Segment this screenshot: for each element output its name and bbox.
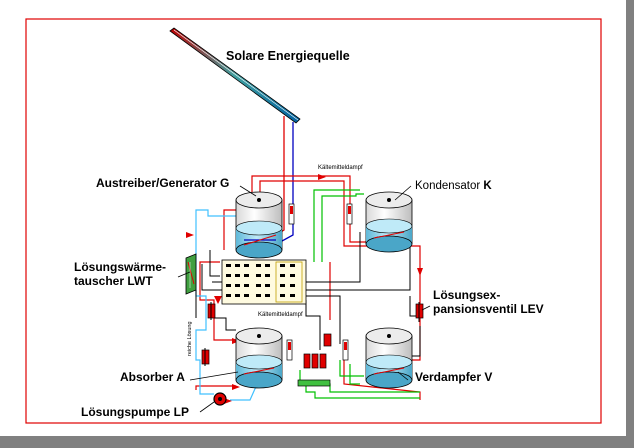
absorber-tank bbox=[235, 327, 283, 389]
absorber-label: Absorber A bbox=[120, 370, 185, 384]
evaporator-label: Verdampfer V bbox=[415, 370, 492, 384]
leader-lines bbox=[177, 185, 431, 413]
solar-collector-icon bbox=[169, 27, 301, 124]
heat-exchanger-label-line2: tauscher LWT bbox=[74, 274, 153, 288]
manifold-icon bbox=[297, 379, 331, 387]
solar-source-label: Solare Energiequelle bbox=[226, 49, 350, 63]
temperature-sensor-icon bbox=[288, 203, 295, 225]
temperature-sensor-icon bbox=[342, 339, 349, 361]
frame-border bbox=[25, 18, 602, 424]
evaporator-tank bbox=[365, 327, 413, 389]
condenser-label-letter: K bbox=[483, 180, 492, 192]
black-pipes bbox=[195, 232, 421, 357]
expansion-valve-label-line1: Lösungsex- bbox=[433, 288, 500, 302]
heat-exchanger-block bbox=[221, 259, 307, 305]
expansion-valve-icon bbox=[415, 302, 424, 322]
valve-icon bbox=[319, 353, 327, 369]
canvas bbox=[0, 0, 626, 436]
temperature-sensor-icon bbox=[346, 203, 353, 225]
sensor-icons bbox=[201, 203, 424, 387]
temperature-sensor-icon bbox=[286, 339, 293, 361]
shadow-right bbox=[626, 0, 634, 443]
solution-pump-icon bbox=[213, 392, 227, 406]
valve-icon bbox=[207, 302, 216, 320]
condenser-label-prefix: Kondensator bbox=[415, 180, 483, 192]
valve-icon bbox=[323, 333, 332, 347]
condenser-label: Kondensator K bbox=[415, 180, 492, 192]
generator-tank bbox=[235, 191, 283, 259]
solution-heat-exchanger-icon bbox=[185, 253, 197, 295]
pump-label: Lösungspumpe LP bbox=[81, 405, 189, 419]
rich-solution-label: reiche Lösung bbox=[187, 321, 193, 356]
generator-label: Austreiber/Generator G bbox=[96, 176, 229, 190]
valve-icon bbox=[201, 348, 210, 366]
valve-icon bbox=[311, 353, 319, 369]
refrigerant-vapor-mid-label: Kältemitteldampf bbox=[258, 312, 303, 318]
valve-icon bbox=[303, 353, 311, 369]
shadow-bottom bbox=[0, 436, 634, 443]
refrigerant-vapor-top-label: Kältemitteldampf bbox=[318, 165, 363, 171]
condenser-tank bbox=[365, 191, 413, 253]
heat-exchanger-label-line1: Lösungswärme- bbox=[74, 260, 166, 274]
expansion-valve-label-line2: pansionsventil LEV bbox=[433, 302, 544, 316]
